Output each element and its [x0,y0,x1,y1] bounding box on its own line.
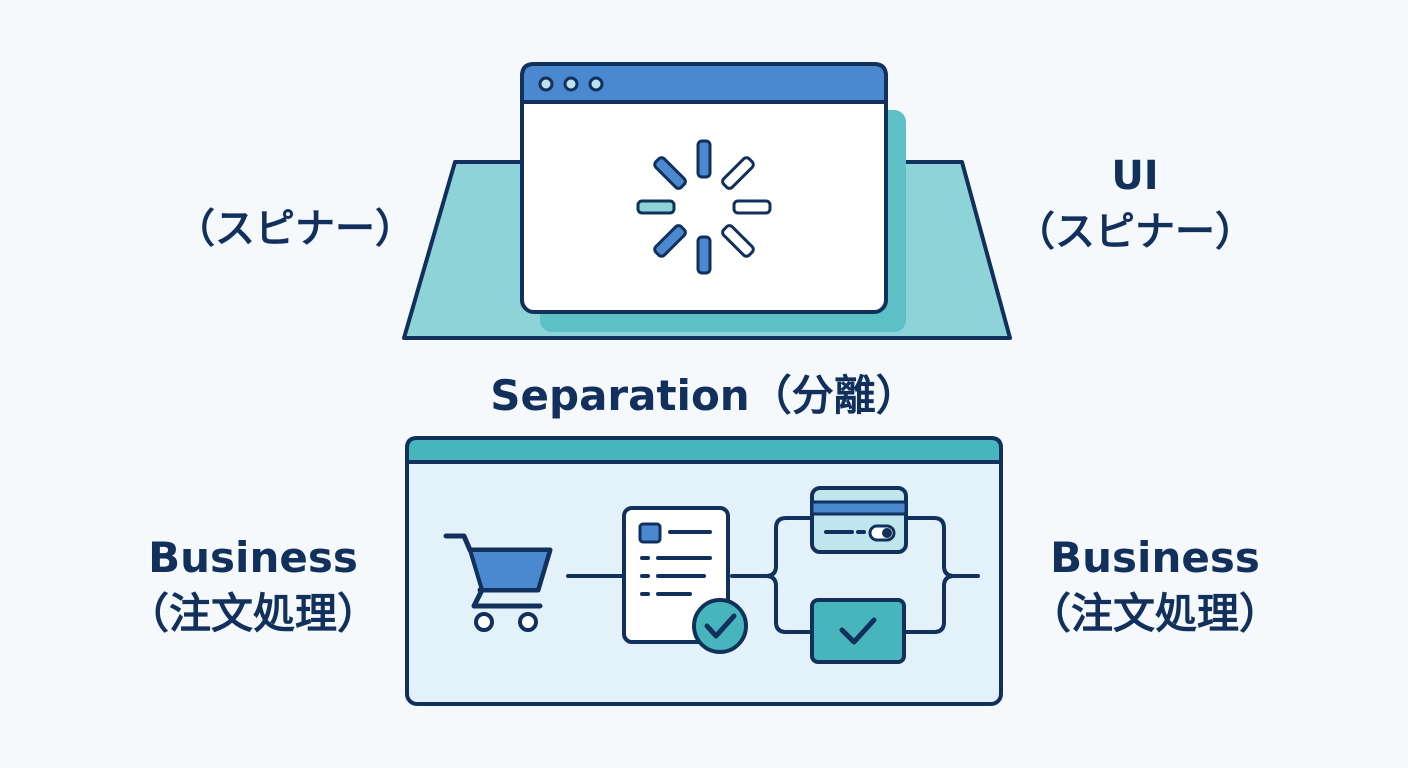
business-label-left: Business （注文処理） [108,530,398,642]
ui-label-right-sub: （スピナー） [1015,209,1255,255]
credit-card-icon [810,486,908,554]
spinner-tick [653,224,687,258]
separation-label: Separation（分離） [490,371,918,420]
check-box-icon [810,598,906,664]
three-dots-icon [538,76,604,92]
business-label-right: Business （注文処理） [1010,530,1300,642]
spinner-tick [696,139,712,179]
ui-label-left: （スピナー） [175,206,415,252]
business-label-left-sub: （注文処理） [126,589,379,638]
business-label-right-title: Business [1050,533,1260,582]
spinner-tick [653,156,687,190]
shopping-cart-icon [443,533,553,632]
loading-spinner-icon [636,139,772,275]
business-label-left-title: Business [148,533,358,582]
flow-connectors [566,516,980,634]
browser-window [520,62,888,314]
ui-label-right-title: UI [1111,153,1159,199]
spinner-tick [696,235,712,275]
check-circle-icon [692,598,748,654]
ui-label-right: UI （スピナー） [1000,148,1270,260]
spinner-tick [721,156,755,190]
spinner-tick [732,199,772,215]
spinner-tick [636,199,676,215]
business-label-right-sub: （注文処理） [1028,589,1281,638]
spinner-tick [721,224,755,258]
